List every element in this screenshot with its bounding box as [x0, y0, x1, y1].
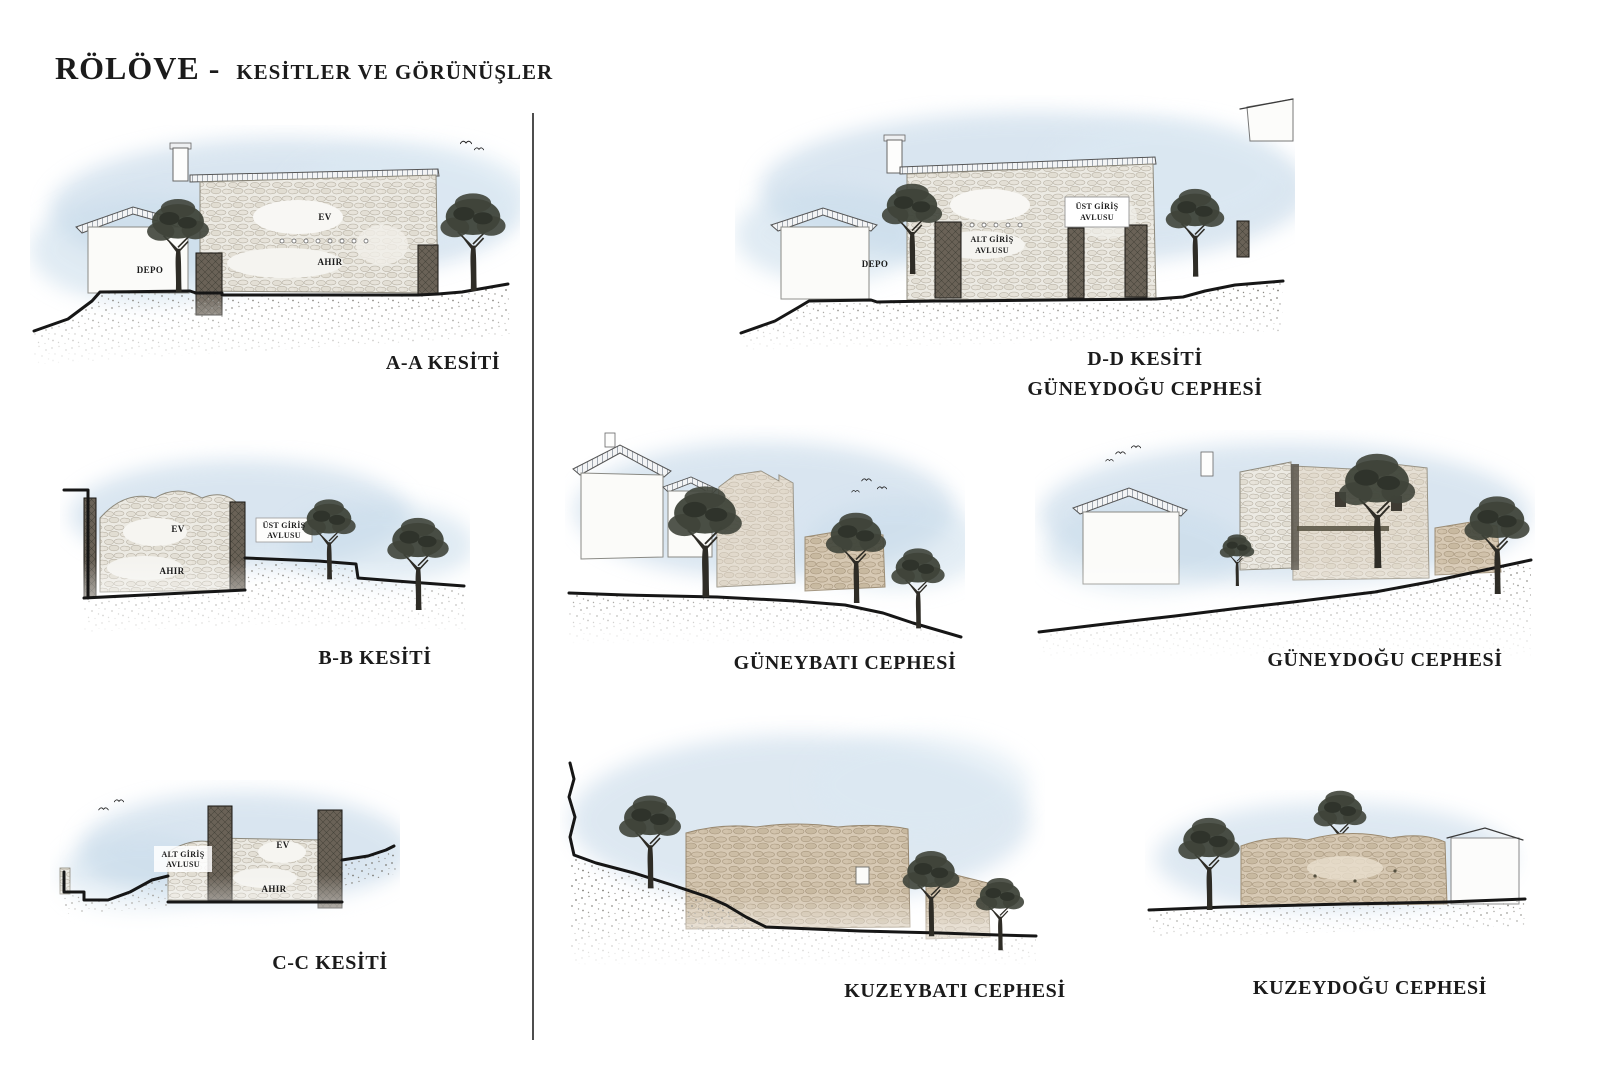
bird-icon — [1131, 445, 1141, 449]
ground-line — [1147, 897, 1527, 912]
ground-line — [739, 279, 1285, 335]
label-ahir: AHIR — [261, 884, 286, 894]
fade — [735, 295, 1295, 355]
window — [1335, 492, 1346, 507]
drawing-a-a-section: EV AHIR DEPO — [30, 138, 520, 370]
joist-holes — [279, 238, 369, 244]
caption-kd: KUZEYDOĞU CEPHESİ — [1252, 977, 1488, 999]
page-title-main: RÖLÖVE - — [55, 50, 221, 86]
ruin-wall-tint — [717, 471, 795, 587]
plaster-patch — [356, 225, 408, 265]
label-depo: DEPO — [137, 265, 164, 275]
fade — [560, 895, 1045, 970]
caption-dd: D-D KESİTİ GÜNEYDOĞU CEPHESİ — [1027, 344, 1262, 404]
page-title-sub: KESİTLER VE GÖRÜNÜŞLER — [236, 60, 554, 84]
caption-dd-line1: D-D KESİTİ — [1087, 348, 1203, 370]
wall-joint — [1291, 464, 1299, 570]
label-box — [154, 846, 212, 872]
neighbor-building — [1446, 827, 1524, 905]
window — [1391, 496, 1402, 511]
joist-hole — [1393, 869, 1397, 873]
label-ev: EV — [276, 840, 289, 850]
plaster-patch — [253, 200, 343, 234]
caption-gb: GÜNEYBATI CEPHESİ — [733, 652, 957, 674]
ground-line — [32, 282, 510, 333]
section-poche — [934, 220, 1250, 299]
courtyard-opening — [255, 517, 313, 543]
label-avlusu: AVLUSU — [975, 246, 1009, 255]
drawing-kuzeybati-elevation — [560, 735, 1045, 970]
drawing-guneybati-elevation — [565, 432, 965, 645]
chimney — [1200, 451, 1214, 477]
depo-house — [769, 207, 878, 300]
cliff-line — [62, 488, 90, 600]
window — [855, 866, 870, 885]
vertical-divider — [532, 113, 534, 1040]
label-avlusu: AVLUSU — [166, 860, 200, 869]
label-alt-giris: ALT GİRİŞ — [162, 849, 205, 859]
label-ahir: AHIR — [159, 566, 184, 576]
ground-line — [340, 844, 396, 862]
depo-house — [75, 206, 199, 294]
ground-line — [243, 556, 466, 588]
label-avlusu: AVLUSU — [267, 531, 301, 540]
bird-icon — [114, 799, 124, 803]
courtyard-opening — [1064, 196, 1130, 228]
plaster-patch — [950, 189, 1030, 221]
label-depo: DEPO — [862, 259, 889, 269]
label-avlusu: AVLUSU — [1080, 213, 1114, 222]
caption-gd: GÜNEYDOĞU CEPHESİ — [1267, 649, 1503, 671]
bird-icon — [1105, 459, 1114, 462]
label-ust-giris: ÜST GİRİŞ — [263, 520, 306, 530]
joist-hole — [1313, 874, 1317, 878]
fade — [50, 875, 400, 945]
neighbor-building — [1239, 98, 1294, 142]
drawing-kuzeydogu-elevation — [1145, 790, 1530, 950]
caption-bb: B-B KESİTİ — [318, 647, 432, 669]
chimney — [169, 142, 192, 182]
chimney — [883, 134, 906, 174]
label-ahir: AHIR — [317, 257, 342, 267]
plaster-patch — [123, 518, 187, 546]
lintel-beam — [1297, 526, 1389, 531]
fade — [30, 290, 520, 370]
bird-icon — [1115, 451, 1126, 455]
ground-line — [567, 591, 963, 639]
plaster-patch — [227, 248, 343, 278]
label-alt-giris: ALT GİRİŞ — [971, 234, 1014, 244]
drawing-guneydogu-elevation — [1035, 443, 1535, 660]
plaster-patch — [1307, 856, 1383, 880]
label-ust-giris: ÜST GİRİŞ — [1076, 201, 1119, 211]
label-ev: EV — [318, 212, 331, 222]
bird-icon — [98, 807, 109, 811]
drawing-d-d-section: ÜST GİRİŞ AVLUSU ALT GİRİŞ AVLUSU DEPO — [735, 98, 1295, 355]
caption-dd-line2: GÜNEYDOĞU CEPHESİ — [1027, 378, 1263, 400]
page-title: RÖLÖVE - KESİTLER VE GÖRÜNÜŞLER — [55, 50, 553, 87]
joist-hole — [1353, 879, 1357, 883]
base-line — [82, 588, 247, 600]
bird-icon — [474, 147, 484, 151]
plaster-patch — [258, 841, 306, 863]
label-ev: EV — [171, 524, 184, 534]
roof — [899, 156, 1157, 175]
drawing-b-b-section: EV AHIR ÜST GİRİŞ AVLUSU — [60, 460, 470, 640]
bird-icon — [460, 140, 472, 145]
caption-aa: A-A KESİTİ — [385, 352, 501, 374]
roof — [189, 168, 440, 183]
ground-line — [62, 870, 170, 902]
caption-kb: KUZEYBATI CEPHESİ — [844, 980, 1066, 1002]
fade — [60, 560, 470, 640]
ground-line — [567, 761, 1038, 938]
drawing-c-c-section: EV AHIR ALT GİRİŞ AVLUSU — [50, 792, 400, 945]
caption-cc: C-C KESİTİ — [272, 952, 388, 974]
ground-line — [1037, 558, 1533, 634]
